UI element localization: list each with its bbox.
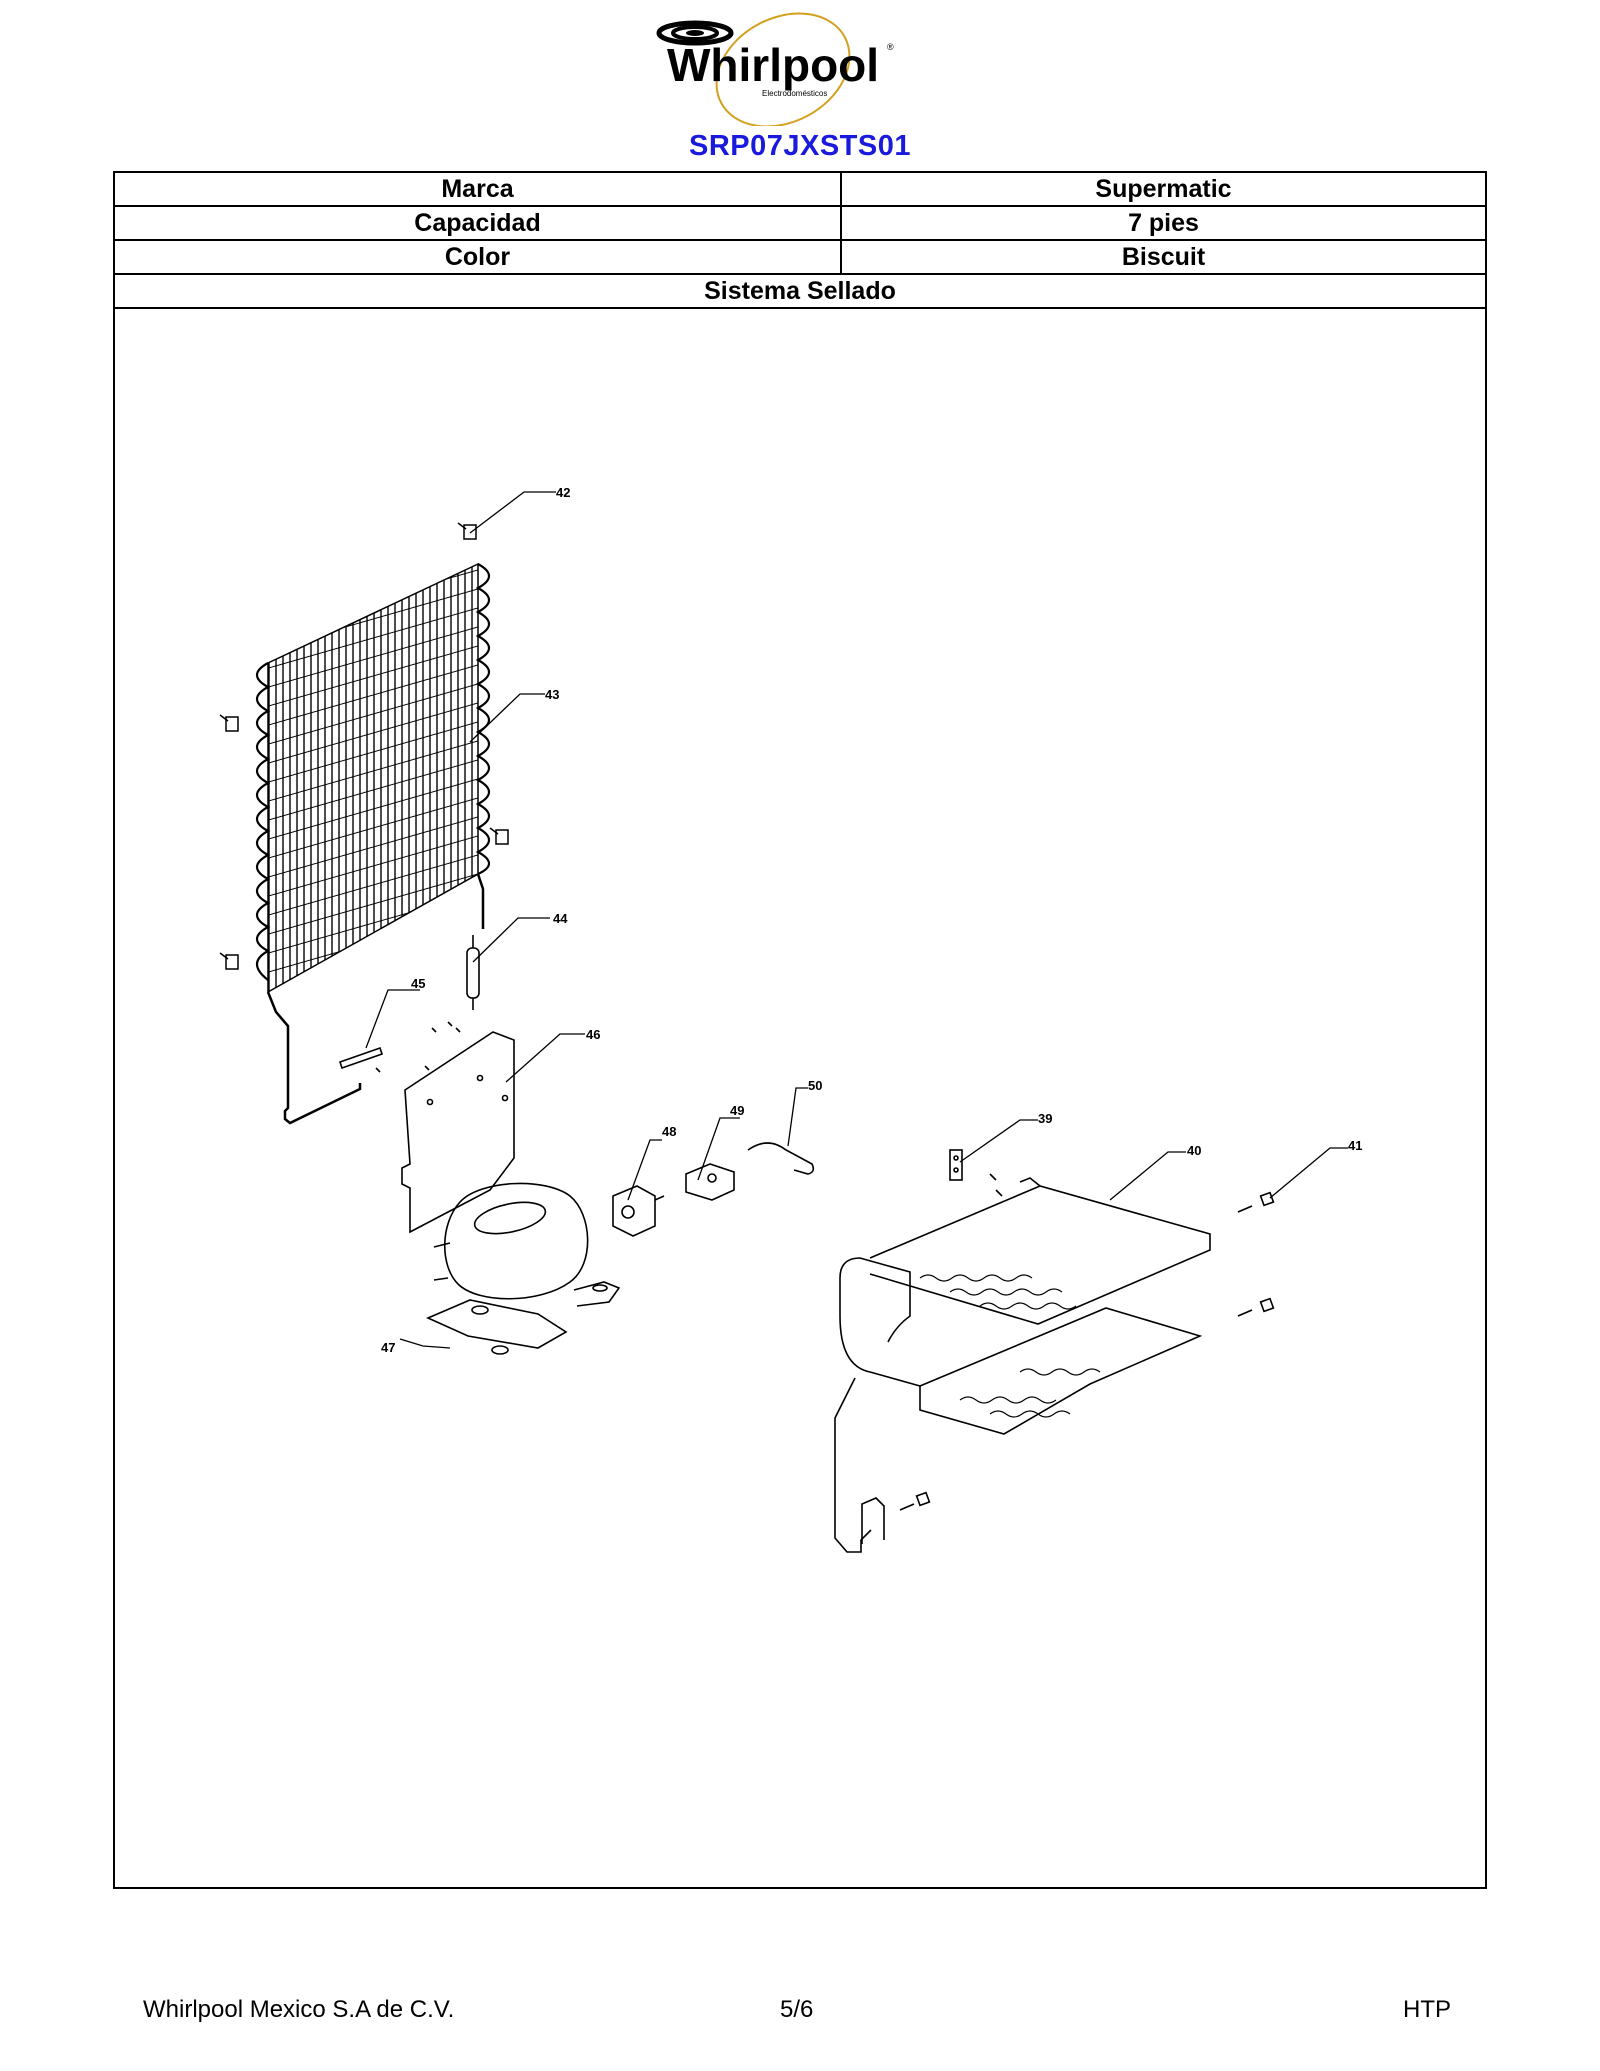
process-tube — [338, 1021, 461, 1073]
condenser-coil — [255, 562, 491, 1125]
spec-label: Color — [115, 241, 842, 273]
callout-49: 49 — [730, 1103, 744, 1118]
evaporator-bracket — [949, 1149, 1003, 1197]
section-title: Sistema Sellado — [704, 277, 896, 305]
callout-48: 48 — [662, 1124, 676, 1139]
spec-label: Marca — [115, 173, 842, 205]
callout-43: 43 — [545, 687, 559, 702]
footer-page-number: 5/6 — [780, 1996, 814, 2023]
swirl-icon — [656, 20, 734, 46]
spec-row-capacity: Capacidad 7 pies — [115, 207, 1485, 241]
callout-leaders — [365, 491, 1348, 1349]
callout-41: 41 — [1348, 1138, 1362, 1153]
footer-code: HTP — [1403, 1996, 1451, 2023]
evaporator — [834, 1177, 1211, 1553]
svg-text:®: ® — [887, 42, 894, 52]
footer-company: Whirlpool Mexico S.A de C.V. — [143, 1996, 455, 2023]
compressor — [426, 1182, 621, 1355]
callout-42: 42 — [556, 485, 570, 500]
logo-wordmark: Whirlpool — [667, 39, 879, 91]
callout-45: 45 — [411, 976, 425, 991]
overload-protector — [685, 1163, 735, 1201]
spec-row-brand: Marca Supermatic — [115, 173, 1485, 207]
relay — [612, 1185, 665, 1237]
spec-label: Capacidad — [115, 207, 842, 239]
spec-value: 7 pies — [1128, 209, 1199, 237]
callout-46: 46 — [586, 1027, 600, 1042]
spec-value: Biscuit — [1121, 243, 1206, 271]
callout-50: 50 — [808, 1078, 822, 1093]
spec-value: Supermatic — [1095, 175, 1232, 203]
callout-40: 40 — [1187, 1143, 1201, 1158]
callout-44: 44 — [553, 911, 568, 926]
mounting-plate — [401, 1031, 515, 1234]
wire-clip — [747, 1142, 815, 1175]
logo-subtitle: Electrodomésticos — [762, 89, 827, 98]
callout-47: 47 — [381, 1340, 395, 1355]
spec-row-color: Color Biscuit — [115, 241, 1485, 275]
section-title-row: Sistema Sellado — [115, 275, 1485, 309]
spec-table: Marca Supermatic Capacidad 7 pies Color … — [113, 171, 1487, 1889]
screws-bushings — [899, 1191, 1275, 1511]
callout-39: 39 — [1038, 1111, 1052, 1126]
model-number: SRP07JXSTS01 — [688, 130, 911, 162]
condenser-clips — [219, 522, 509, 970]
filter-drier — [466, 935, 480, 1010]
whirlpool-logo: Whirlpool ® Electrodomésticos — [656, 12, 894, 126]
